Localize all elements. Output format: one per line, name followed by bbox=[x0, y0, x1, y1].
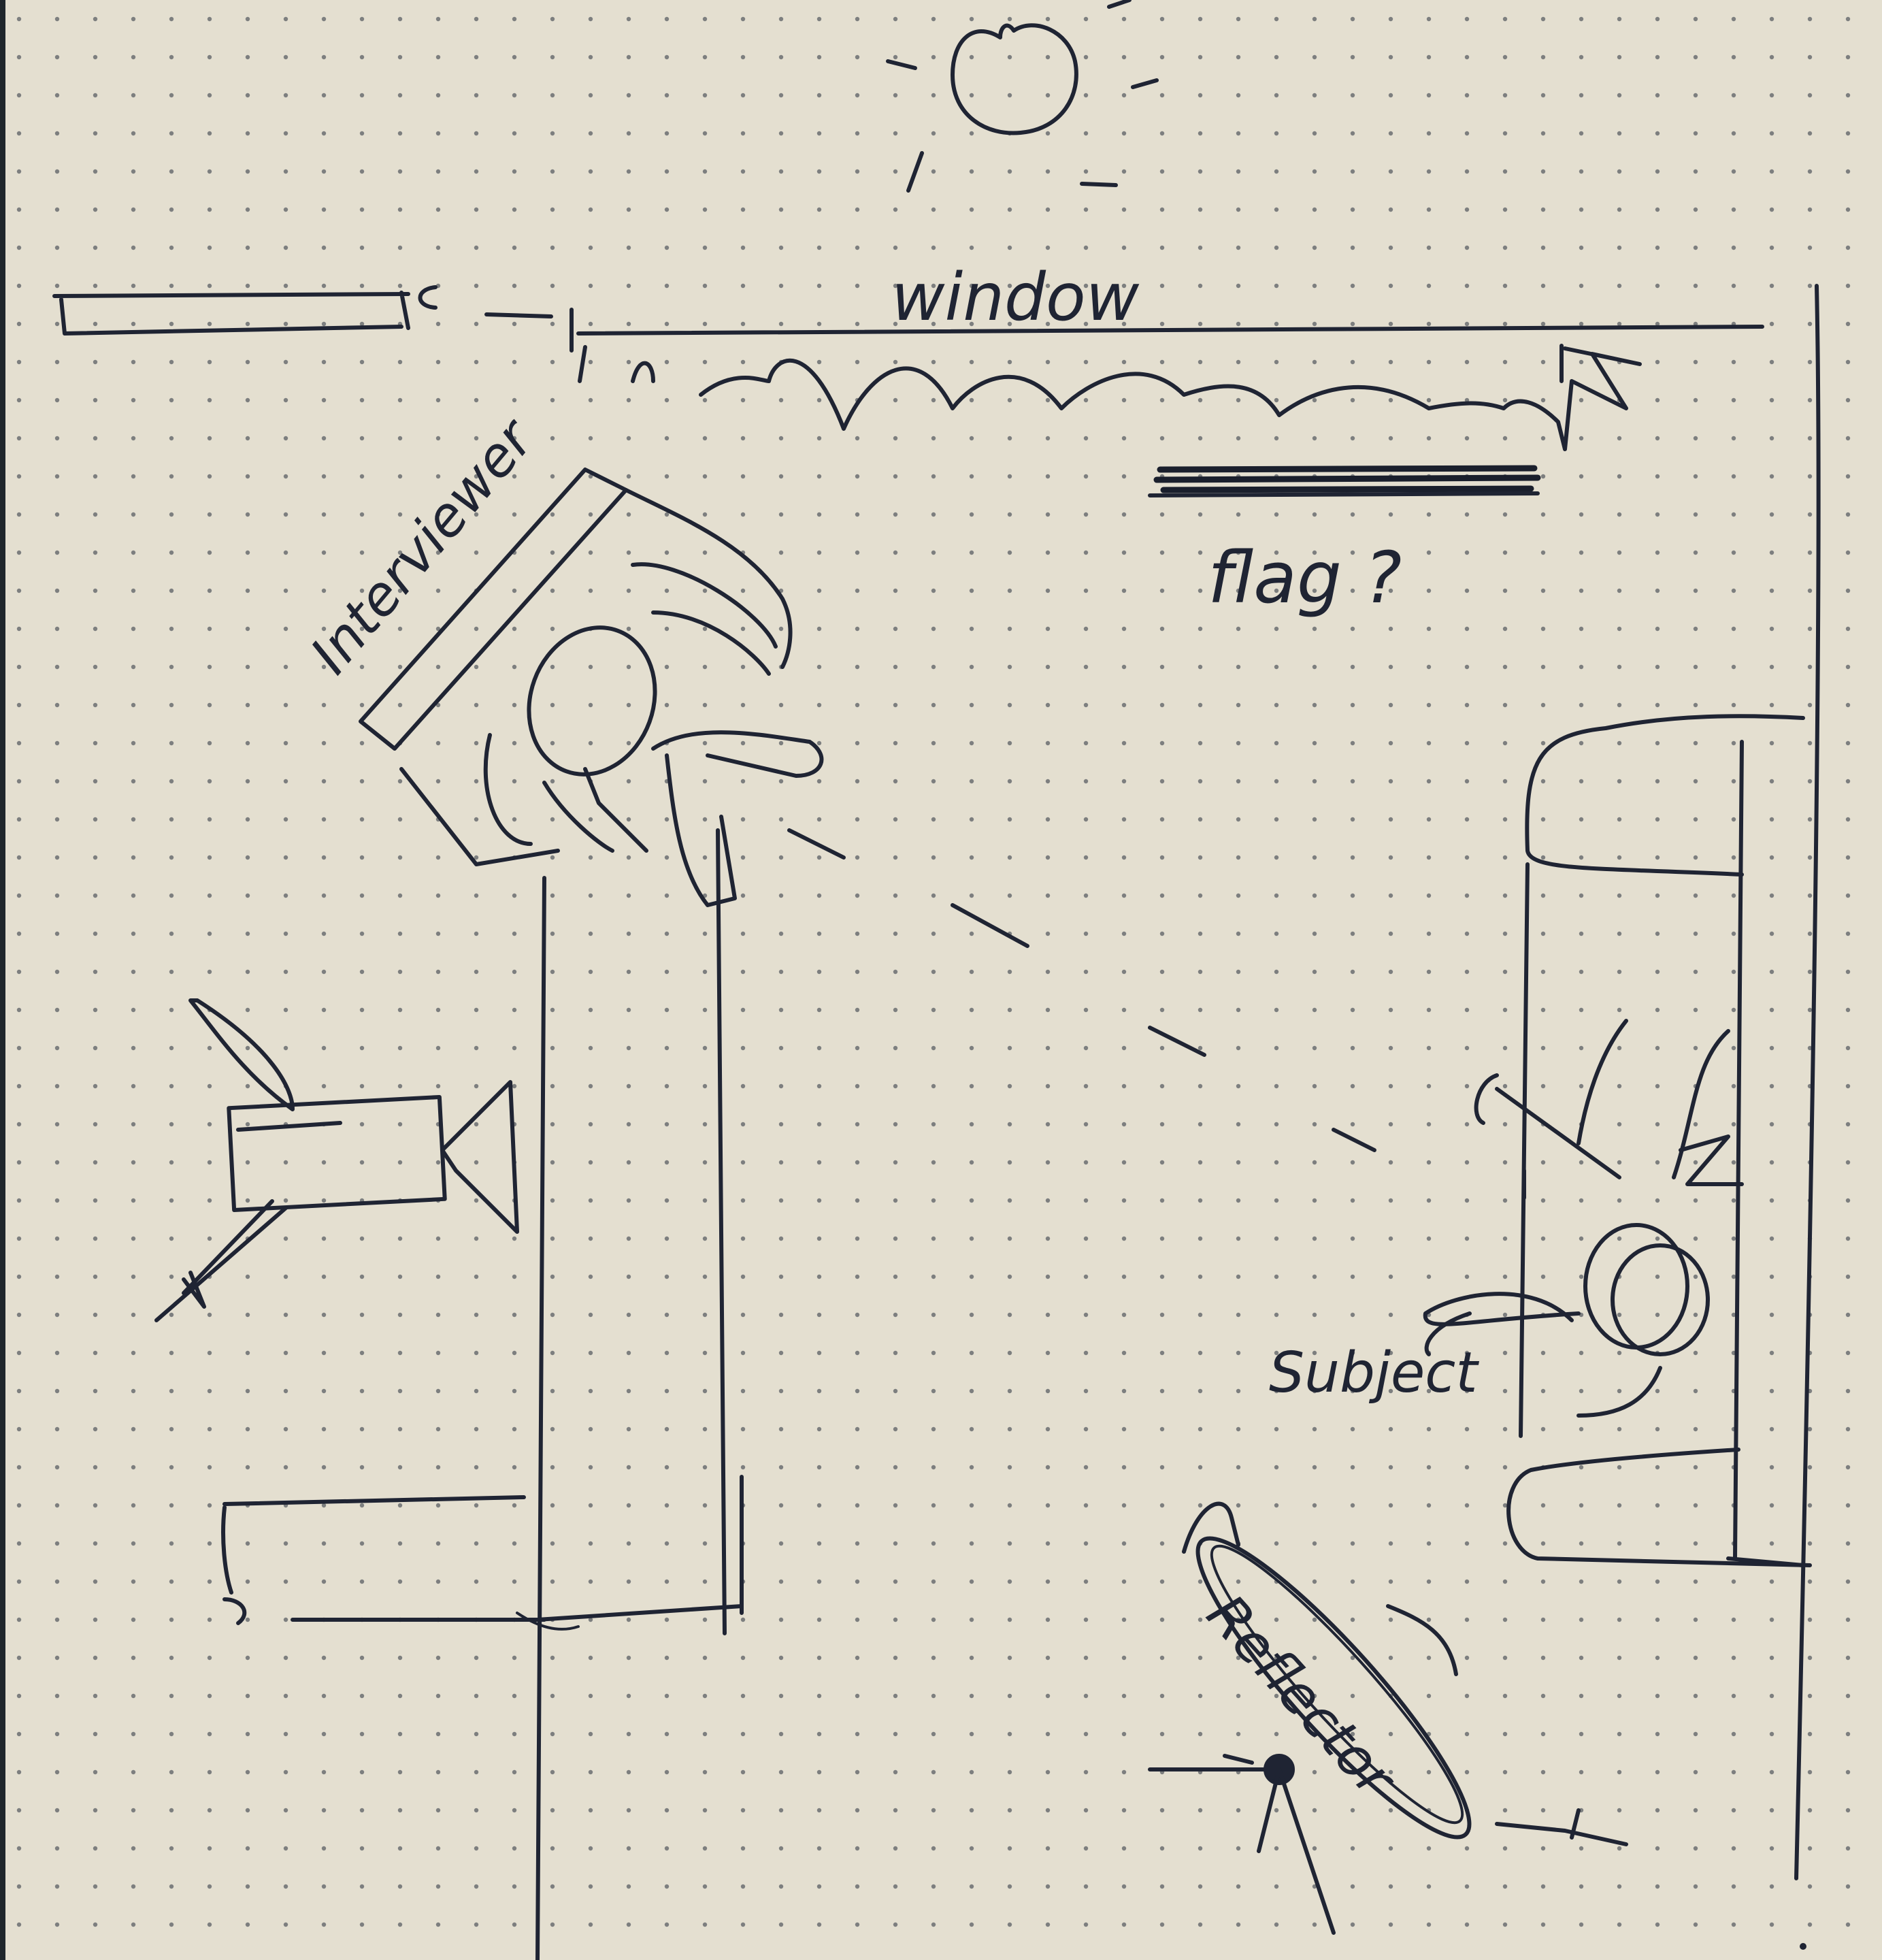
flag-label: flag ? bbox=[1208, 536, 1402, 619]
window-label: window bbox=[891, 259, 1140, 336]
subject-label: Subject bbox=[1269, 1341, 1479, 1405]
